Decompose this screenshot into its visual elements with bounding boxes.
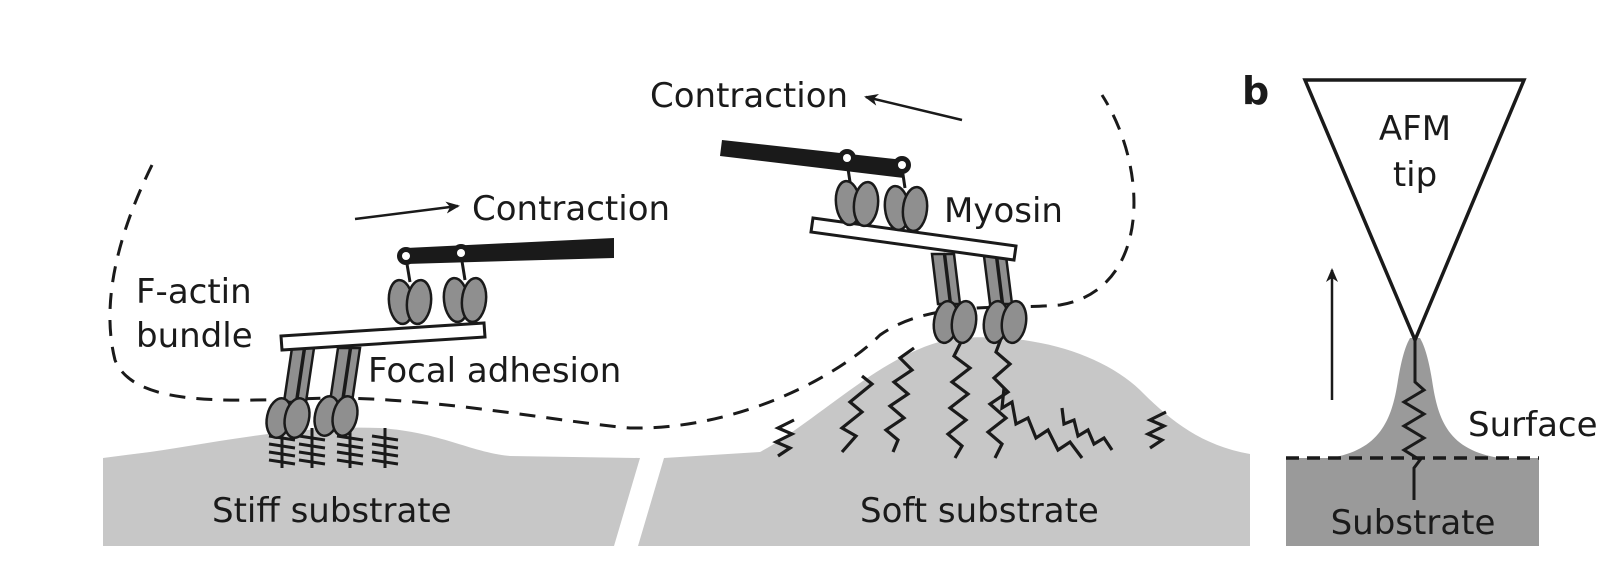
panel-b-letter: b: [1242, 69, 1269, 113]
stiff-substrate-block: [103, 427, 640, 546]
myosin-heads-left: [387, 276, 488, 326]
stiff-substrate-label: Stiff substrate: [212, 491, 452, 531]
afm-tip-triangle: [1302, 78, 1527, 345]
afm-tip-label-line2: tip: [1393, 155, 1437, 195]
focal-adhesion-integrins-right: [930, 252, 1028, 345]
substrate-label: Substrate: [1331, 503, 1496, 543]
myosin-filament-left: [397, 238, 614, 283]
soft-anchoring-springs: [772, 335, 1168, 459]
soft-substrate-block: [638, 337, 1250, 546]
myosin-heads-right: [834, 179, 929, 233]
soft-substrate-label: Soft substrate: [860, 491, 1099, 531]
focal-adhesion-integrins-left: [265, 346, 362, 439]
f-actin-bar-left: [279, 321, 487, 352]
myosin-label: Myosin: [944, 191, 1063, 231]
stiff-anchoring-springs: [268, 428, 399, 468]
f-actin-bar-right: [809, 216, 1018, 262]
afm-surface-neck: [1330, 338, 1500, 458]
cell-outline-dashed: [108, 94, 1136, 430]
f-actin-label-line1: F-actin: [136, 272, 252, 312]
surface-label: Surface: [1468, 405, 1598, 445]
contraction-arrow-left: [354, 201, 460, 221]
f-actin-label-line2: bundle: [136, 316, 253, 356]
focal-adhesion-label: Focal adhesion: [368, 351, 621, 391]
afm-tip-label-line1: AFM: [1379, 109, 1451, 149]
afm-tether-spring: [1401, 338, 1427, 500]
contraction-label-right: Contraction: [650, 76, 848, 116]
contraction-arrow-right: [864, 93, 963, 122]
contraction-label-left: Contraction: [472, 189, 670, 229]
myosin-filament-right: [720, 140, 911, 189]
